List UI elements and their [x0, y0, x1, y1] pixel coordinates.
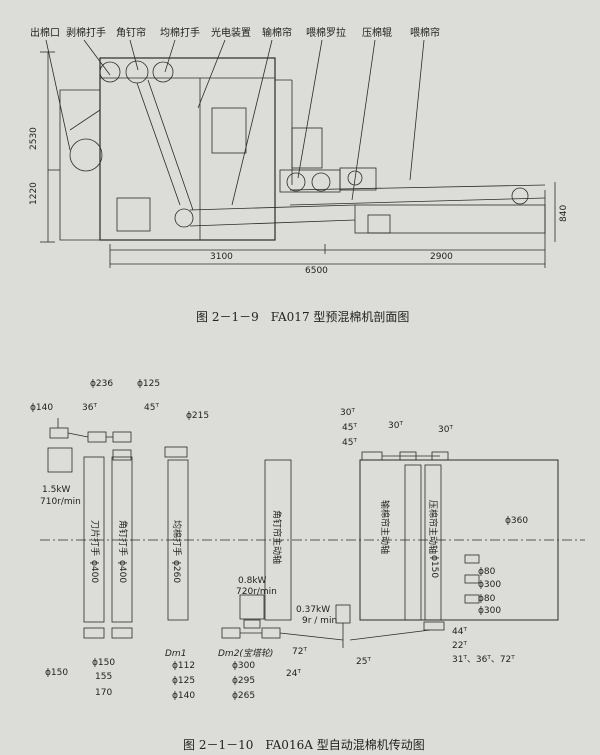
- label-t36: 36ᵀ: [82, 403, 97, 413]
- label-spiked-roller: 角钉打手: [117, 520, 129, 556]
- label-d400b: ϕ400: [117, 560, 127, 583]
- label-p155: 155: [95, 672, 112, 682]
- dm2-v1: ϕ295: [232, 676, 255, 686]
- label-d80a: ϕ80: [478, 567, 496, 577]
- label-d215: ϕ215: [186, 411, 209, 421]
- label-press-roller: 压棉辊: [362, 26, 392, 39]
- fa017-section-drawing: 出棉口 剥棉打手 角钉帘 均棉打手 光电装置 输棉帘 喂棉罗拉 压棉辊 喂棉帘: [29, 26, 569, 276]
- label-t30c: 30ᵀ: [438, 425, 453, 435]
- label-t30a: 30ᵀ: [340, 408, 355, 418]
- label-t30b: 30ᵀ: [388, 421, 403, 431]
- label-t-multi: 31ᵀ、36ᵀ、72ᵀ: [452, 655, 515, 665]
- label-p150a: ϕ150: [92, 658, 115, 668]
- dim-1220: 1220: [29, 182, 39, 205]
- label-feed-apron: 喂棉帘: [410, 26, 440, 39]
- dm1-v0: ϕ112: [172, 661, 195, 671]
- label-d300a: ϕ300: [478, 580, 501, 590]
- dm1-v2: ϕ140: [172, 691, 195, 701]
- label-spiked-main: 角钉帘主动轴: [271, 510, 283, 564]
- dim-3100: 3100: [210, 252, 233, 262]
- label-d260: ϕ260: [171, 560, 181, 583]
- motor1-power: 1.5kW: [42, 485, 71, 495]
- motor2-power: 0.8kW: [238, 576, 267, 586]
- label-d400a: ϕ400: [89, 560, 99, 583]
- label-conveyor-main: 输棉帘主动轴: [379, 500, 391, 554]
- motor1-speed: 710r/min: [40, 497, 81, 507]
- label-knife-beater: 刀片打手: [89, 520, 101, 556]
- fa016a-transmission-drawing: ϕ140 ϕ236 ϕ125 36ᵀ 45ᵀ ϕ215 1.5kW 710r/m…: [30, 379, 585, 701]
- dim-2900: 2900: [430, 252, 453, 262]
- label-d125: ϕ125: [137, 379, 160, 389]
- label-d360: ϕ360: [505, 516, 528, 526]
- label-d140: ϕ140: [30, 403, 53, 413]
- label-t45a: 45ᵀ: [342, 423, 357, 433]
- dm1-v1: ϕ125: [172, 676, 195, 686]
- label-t45b: 45ᵀ: [342, 438, 357, 448]
- label-outlet: 出棉口: [30, 26, 60, 39]
- label-t24: 24ᵀ: [286, 669, 301, 679]
- figure-caption-2-1-10: 图 2－1－10 FA016A 型自动混棉机传动图: [183, 738, 425, 752]
- dim-840: 840: [559, 205, 569, 222]
- label-t72: 72ᵀ: [292, 647, 307, 657]
- label-dm1: Dm1: [165, 649, 186, 659]
- label-p150b: ϕ150: [45, 668, 68, 678]
- label-photo-device: 光电装置: [211, 26, 251, 39]
- label-d300b: ϕ300: [478, 606, 501, 616]
- label-dm2: Dm2(宝塔轮): [218, 648, 273, 659]
- figure-caption-2-1-9: 图 2－1－9 FA017 型预混棉机剖面图: [196, 310, 410, 324]
- label-feed-roller: 喂棉罗拉: [306, 26, 346, 39]
- label-p170: 170: [95, 688, 112, 698]
- label-conveyor-apron: 输棉帘: [262, 26, 292, 39]
- label-d80b: ϕ80: [478, 594, 496, 604]
- dm2-v0: ϕ300: [232, 661, 255, 671]
- label-evener-beater: 均棉打手: [160, 26, 200, 39]
- motor3-power: 0.37kW: [296, 605, 330, 615]
- label-spiked-apron: 角钉帘: [116, 26, 146, 39]
- label-d150: ϕ150: [429, 555, 439, 578]
- label-evener: 均棉打手: [171, 520, 183, 556]
- dm2-v2: ϕ265: [232, 691, 255, 701]
- label-t45: 45ᵀ: [144, 403, 159, 413]
- motor2-speed: 720r/min: [236, 587, 277, 597]
- label-d236: ϕ236: [90, 379, 113, 389]
- dim-6500: 6500: [305, 266, 328, 276]
- label-press-main: 压棉帘主动轴: [427, 500, 439, 554]
- label-stripper-beater: 剥棉打手: [66, 26, 106, 39]
- motor3-speed: 9r / min: [302, 616, 337, 626]
- label-t25: 25ᵀ: [356, 657, 371, 667]
- label-t44: 44ᵀ: [452, 627, 467, 637]
- label-t22: 22ᵀ: [452, 641, 467, 651]
- dim-2530: 2530: [29, 127, 39, 150]
